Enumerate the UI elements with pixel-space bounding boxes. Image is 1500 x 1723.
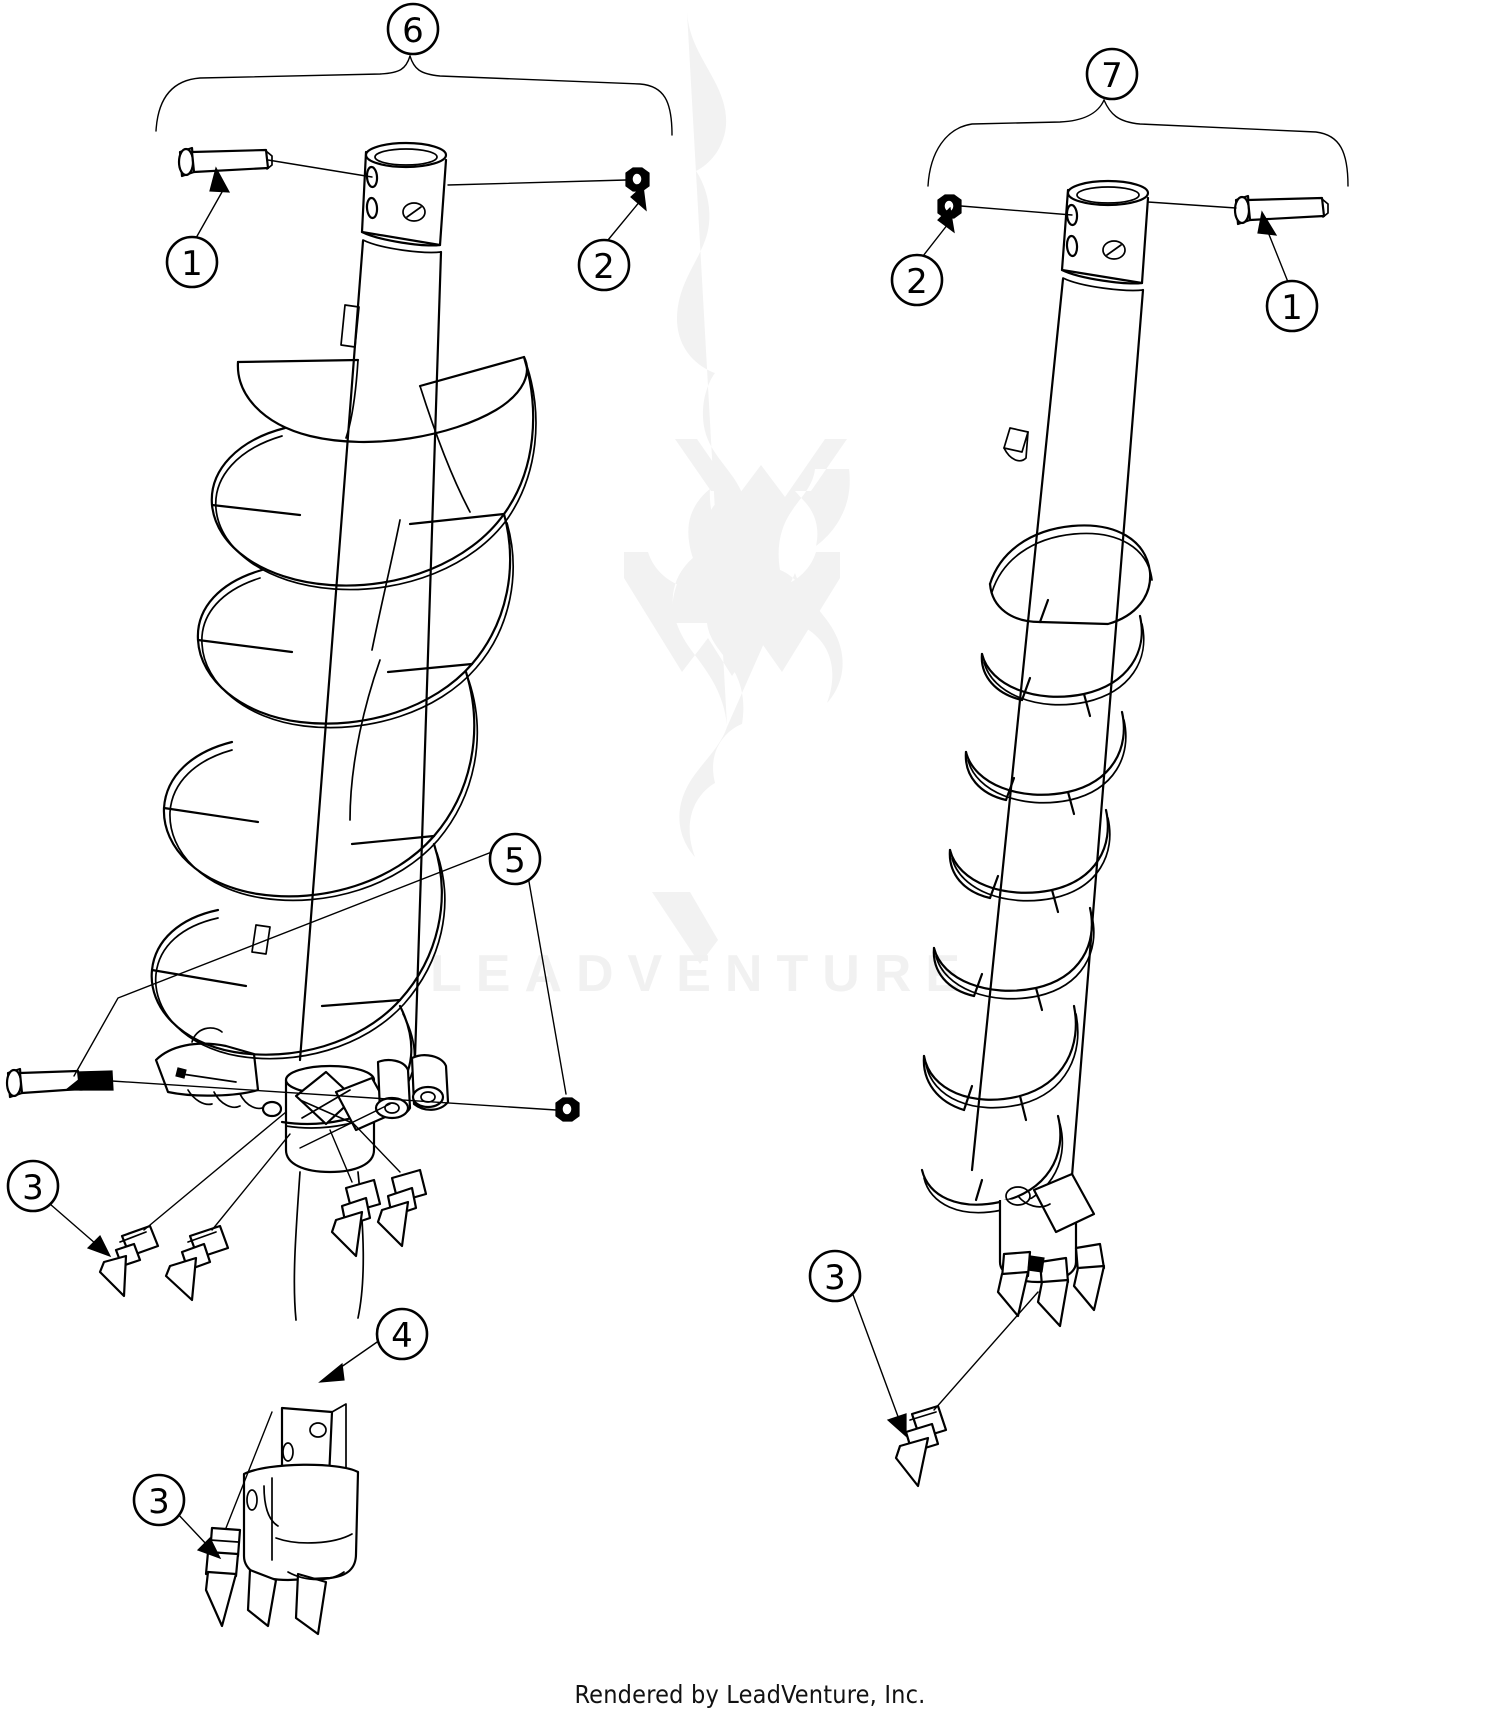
leader-lines [49, 31, 1289, 1560]
callout-2-right-label: 2 [906, 262, 928, 302]
callout-3-right[interactable]: 3 [808, 1249, 862, 1303]
right-auger-shaft [970, 179, 1150, 1178]
bolt-left-upper [177, 146, 273, 178]
callout-3b-label: 3 [148, 1482, 170, 1522]
callout-5-label: 5 [504, 841, 526, 881]
callout-2-left[interactable]: 2 [577, 238, 631, 292]
left-auger-flighting [150, 355, 537, 1129]
callout-7-label: 7 [1101, 56, 1123, 96]
bolt-head-lower [5, 1067, 114, 1099]
pilot-bit-housing [242, 1403, 360, 1636]
callout-3-pilot[interactable]: 3 [132, 1473, 186, 1527]
callout-5[interactable]: 5 [488, 832, 542, 886]
assembly-7-bracket [927, 99, 1349, 187]
flame-icon [672, 439, 850, 857]
callout-6-label: 6 [402, 11, 424, 51]
callout-2-left-label: 2 [593, 247, 615, 287]
tooth-center-a [330, 1178, 382, 1258]
callout-1-right-label: 1 [1281, 288, 1303, 328]
callout-bubbles[interactable]: 6 7 1 2 2 1 [6, 2, 1319, 1527]
tooth-right-auger [894, 1404, 948, 1488]
footer-attribution: Rendered by LeadVenture, Inc. [574, 1680, 926, 1709]
assembly-6-bracket [155, 55, 673, 136]
callout-2-right[interactable]: 2 [890, 253, 944, 307]
nut-left-upper [625, 167, 650, 192]
callout-1-left[interactable]: 1 [165, 235, 219, 289]
tooth-center-b [376, 1168, 428, 1248]
teeth-left-group [98, 1168, 428, 1628]
right-auger-flighting [920, 524, 1153, 1214]
callout-1-right[interactable]: 1 [1265, 279, 1319, 333]
tooth-pilot [204, 1526, 242, 1628]
tooth-left-mid [164, 1224, 230, 1302]
callout-7[interactable]: 7 [1085, 47, 1139, 101]
tooth-left-outer [98, 1224, 160, 1298]
callout-6[interactable]: 6 [386, 2, 440, 56]
callout-3c-label: 3 [824, 1258, 846, 1298]
right-auger-head [996, 1172, 1106, 1328]
callout-3-left-outer[interactable]: 3 [6, 1159, 60, 1213]
nut-lower [555, 1097, 580, 1122]
bolt-right-upper [1233, 194, 1329, 226]
callout-4[interactable]: 4 [375, 1307, 429, 1361]
callout-4-label: 4 [391, 1316, 413, 1356]
left-auger-shaft [298, 141, 448, 1062]
callout-1-left-label: 1 [181, 244, 203, 284]
nut-right-upper [937, 194, 962, 219]
callout-3a-label: 3 [22, 1168, 44, 1208]
v-chevron-icon [652, 892, 718, 964]
